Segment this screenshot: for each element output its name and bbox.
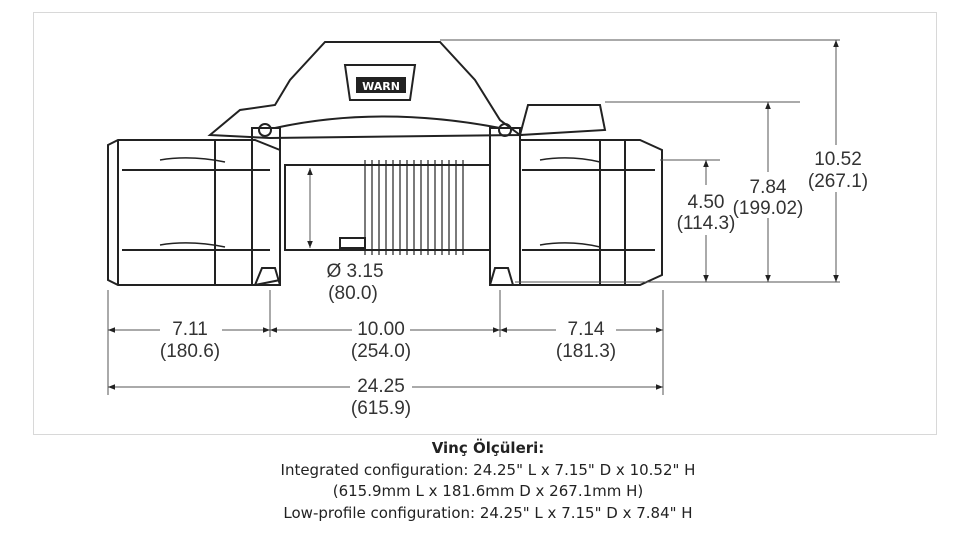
caption-integrated-mm: (615.9mm L x 181.6mm D x 267.1mm H)	[332, 482, 644, 500]
drawing-frame	[33, 12, 937, 435]
dim-overall-in: 24.25	[357, 376, 405, 397]
dimension-lines	[107, 39, 840, 395]
warn-logo-text: WARN	[362, 80, 400, 93]
dim-left-motor-mm: (180.6)	[160, 341, 220, 362]
dim-drum-diameter-in: Ø 3.15	[326, 261, 383, 282]
dim-drum-in: 10.00	[357, 319, 405, 340]
dim-low-profile-in: 7.84	[750, 177, 787, 198]
dim-integrated-mm: (267.1)	[808, 171, 868, 192]
dim-integrated-in: 10.52	[814, 149, 862, 170]
caption-title: Vinç Ölçüleri:	[431, 439, 545, 457]
winch-outline	[107, 41, 663, 286]
dim-right-end-mm: (181.3)	[556, 341, 616, 362]
dim-low-profile-mm: (199.02)	[733, 198, 804, 219]
dim-mount-height-in: 4.50	[688, 192, 725, 213]
warn-logo: WARN	[343, 64, 417, 101]
dim-mount-height-mm: (114.3)	[677, 213, 736, 234]
winch-dimension-drawing: WARN 7.11 (180.6) 10.00 (254.0)	[107, 39, 868, 419]
dimension-labels: 7.11 (180.6) 10.00 (254.0) 7.14 (181.3) …	[160, 149, 868, 419]
dim-drum-mm: (254.0)	[351, 341, 411, 362]
dim-right-end-in: 7.14	[568, 319, 605, 340]
caption-integrated-inches: Integrated configuration: 24.25" L x 7.1…	[280, 460, 696, 479]
dim-left-motor-in: 7.11	[172, 319, 208, 340]
dim-overall-mm: (615.9)	[351, 398, 411, 419]
caption-low-profile: Low-profile configuration: 24.25" L x 7.…	[283, 503, 693, 522]
caption: Vinç Ölçüleri: Integrated configuration:…	[0, 438, 976, 524]
dim-drum-diameter-mm: (80.0)	[328, 283, 378, 304]
